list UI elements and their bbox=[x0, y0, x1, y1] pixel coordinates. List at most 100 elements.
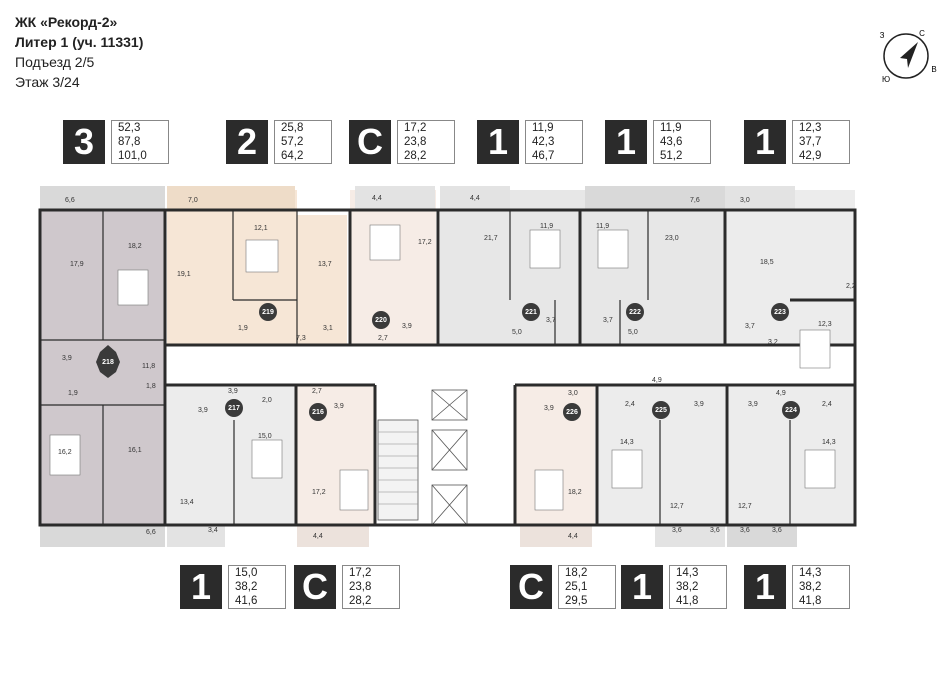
total-area: 57,2 bbox=[281, 136, 304, 148]
apartment-badge[interactable]: 223 bbox=[771, 303, 789, 321]
balcony bbox=[725, 186, 795, 210]
svg-text:3,9: 3,9 bbox=[694, 401, 704, 408]
room-count: 1 bbox=[605, 120, 647, 164]
stairwell bbox=[377, 419, 419, 521]
svg-text:2,7: 2,7 bbox=[378, 335, 388, 342]
svg-text:17,2: 17,2 bbox=[418, 239, 432, 246]
svg-text:3,9: 3,9 bbox=[228, 388, 238, 395]
svg-text:5,0: 5,0 bbox=[628, 329, 638, 336]
svg-text:7,6: 7,6 bbox=[690, 197, 700, 204]
svg-text:17,9: 17,9 bbox=[70, 261, 84, 268]
svg-text:12,7: 12,7 bbox=[670, 503, 684, 510]
svg-text:18,2: 18,2 bbox=[128, 243, 142, 250]
living-area: 17,2 bbox=[404, 122, 427, 134]
svg-text:12,7: 12,7 bbox=[738, 503, 752, 510]
apartment-badge[interactable]: 219 bbox=[259, 303, 277, 321]
apartment-219b-fill[interactable] bbox=[297, 215, 347, 345]
furniture bbox=[49, 224, 836, 511]
living-area: 11,9 bbox=[532, 122, 554, 134]
svg-text:12,1: 12,1 bbox=[254, 225, 268, 232]
room-count: С bbox=[349, 120, 391, 164]
full-area: 46,7 bbox=[532, 150, 555, 162]
total-area: 38,2 bbox=[676, 581, 699, 593]
total-area: 43,6 bbox=[660, 136, 683, 148]
svg-text:2,7: 2,7 bbox=[312, 388, 322, 395]
apartment-badge[interactable]: 220 bbox=[372, 311, 390, 329]
svg-text:4,4: 4,4 bbox=[372, 195, 382, 202]
floor-label: Этаж 3/24 bbox=[15, 74, 80, 90]
svg-text:3,7: 3,7 bbox=[603, 317, 613, 324]
room-count: 3 bbox=[63, 120, 105, 164]
apartment-badge[interactable]: 222 bbox=[626, 303, 644, 321]
svg-text:4,9: 4,9 bbox=[776, 390, 786, 397]
svg-text:225: 225 bbox=[655, 407, 667, 414]
svg-text:11,9: 11,9 bbox=[540, 223, 553, 230]
compass-south: Ю bbox=[882, 75, 890, 84]
living-area: 12,3 bbox=[799, 122, 822, 134]
full-area: 42,9 bbox=[799, 150, 822, 162]
svg-text:6,6: 6,6 bbox=[65, 197, 75, 204]
svg-text:2,2: 2,2 bbox=[846, 283, 856, 290]
svg-text:12,3: 12,3 bbox=[818, 321, 832, 328]
apartment-badge[interactable]: 224 bbox=[782, 401, 800, 419]
living-area: 14,3 bbox=[799, 567, 822, 579]
living-area: 17,2 bbox=[349, 567, 372, 579]
room-count: 1 bbox=[744, 565, 786, 609]
svg-text:18,5: 18,5 bbox=[760, 259, 774, 266]
apartment-badge[interactable]: 221 bbox=[522, 303, 540, 321]
svg-text:3,9: 3,9 bbox=[334, 403, 344, 410]
svg-text:3,6: 3,6 bbox=[672, 527, 682, 534]
svg-text:3,9: 3,9 bbox=[402, 323, 412, 330]
balcony bbox=[727, 525, 797, 547]
apartment-card[interactable]: 1 14,3 38,2 41,8 bbox=[744, 565, 850, 609]
apartment-badge[interactable]: 216 bbox=[309, 403, 327, 421]
svg-text:2,4: 2,4 bbox=[625, 401, 635, 408]
elevator-icon bbox=[431, 389, 468, 526]
svg-text:14,3: 14,3 bbox=[620, 439, 634, 446]
svg-text:3,6: 3,6 bbox=[740, 527, 750, 534]
svg-text:3,0: 3,0 bbox=[740, 197, 750, 204]
svg-text:7,3: 7,3 bbox=[296, 335, 306, 342]
apartment-badge[interactable]: 225 bbox=[652, 401, 670, 419]
svg-text:222: 222 bbox=[629, 309, 641, 316]
apartment-badge[interactable]: 218 bbox=[96, 345, 120, 378]
svg-text:3,9: 3,9 bbox=[748, 401, 758, 408]
total-area: 38,2 bbox=[799, 581, 822, 593]
total-area: 25,1 bbox=[565, 581, 588, 593]
apartment-220-fill[interactable] bbox=[350, 190, 436, 345]
balcony bbox=[355, 186, 435, 210]
room-count: С bbox=[510, 565, 552, 609]
svg-text:3,6: 3,6 bbox=[710, 527, 720, 534]
apartment-badge[interactable]: 226 bbox=[563, 403, 581, 421]
apartment-223-fill[interactable] bbox=[725, 190, 855, 350]
apartment-badge[interactable]: 217 bbox=[225, 399, 243, 417]
compass-west: З bbox=[880, 31, 885, 40]
liter-label: Литер 1 (уч. 11331) bbox=[15, 34, 144, 50]
full-area: 101,0 bbox=[118, 150, 147, 162]
svg-text:13,4: 13,4 bbox=[180, 499, 194, 506]
svg-text:2,0: 2,0 bbox=[262, 397, 272, 404]
svg-text:1,8: 1,8 bbox=[146, 383, 156, 390]
full-area: 41,8 bbox=[799, 595, 822, 607]
room-count: С bbox=[294, 565, 336, 609]
svg-text:218: 218 bbox=[102, 359, 114, 366]
room-count: 1 bbox=[621, 565, 663, 609]
balcony bbox=[297, 525, 369, 547]
balcony bbox=[440, 186, 510, 210]
